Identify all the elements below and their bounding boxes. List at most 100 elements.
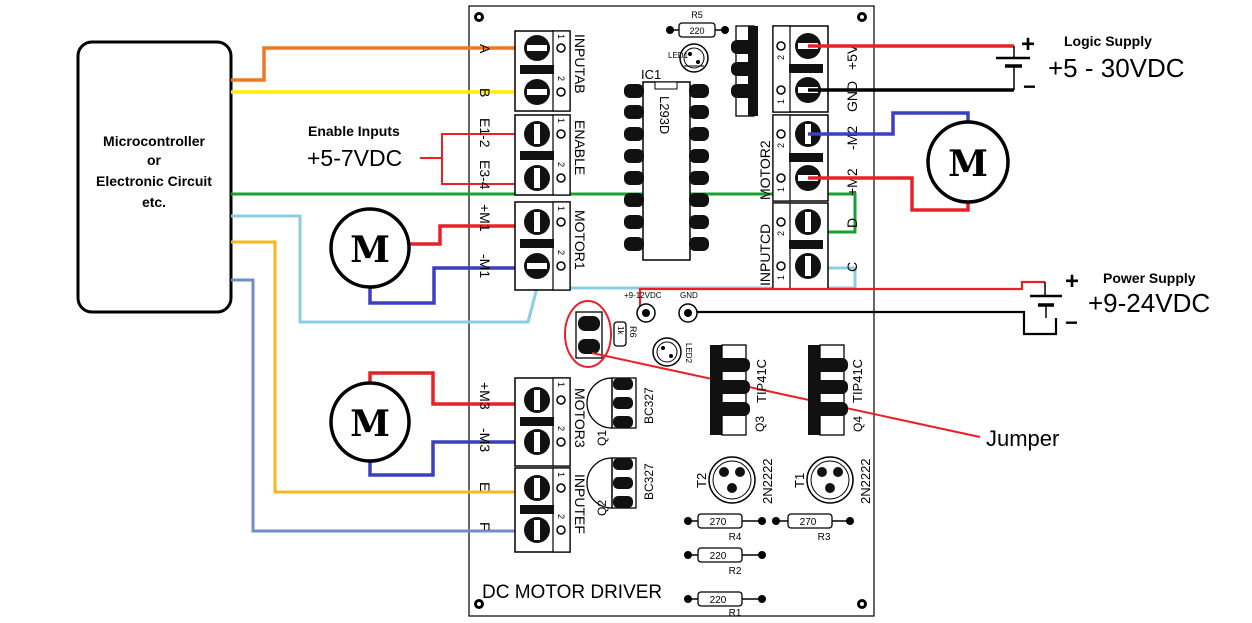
resistor-r5: 220 R5 [666, 10, 729, 38]
inputcd-label: INPUTCD [757, 224, 773, 286]
wire-motor1-minus [368, 266, 537, 305]
q1-label: Q1 [595, 430, 609, 446]
microcontroller-label-4: etc. [142, 194, 166, 210]
motor2-pin2-num: 2 [776, 143, 786, 148]
terminal-motor2 [772, 114, 829, 202]
pad-gnd [678, 303, 698, 323]
wire-power-plus [638, 280, 1045, 312]
vin-label: +9-12VDC [624, 291, 662, 300]
wire-motor3-minus [368, 440, 537, 477]
motor2-pin1-num: 1 [776, 187, 786, 192]
t2-label: T2 [694, 473, 709, 488]
r3-label: R3 [818, 532, 831, 543]
terminal-motor3 [514, 377, 571, 467]
transistor-t2: T2 2N2222 [694, 456, 775, 504]
microcontroller-label-1: Microcontroller [103, 133, 205, 149]
logic-pin-gnd: GND [844, 81, 860, 112]
motor-3-label: M [350, 403, 390, 445]
resistor-r4: 270 R4 [684, 513, 766, 543]
motor3-pin-plus: +M3 [477, 382, 493, 410]
inputcd-pin2-num: 2 [776, 231, 786, 236]
resistor-r6: 1k R6 [613, 321, 638, 347]
logic-pin-plus5v: +5V [844, 44, 860, 70]
motor2-pin-plus: +M2 [844, 168, 860, 196]
r3-value: 270 [800, 517, 817, 528]
r2-value: 220 [710, 551, 727, 562]
inputab-label: INPUTAB [572, 34, 588, 94]
resistor-r3: 270 R3 [772, 513, 854, 543]
q4-part: TIP41C [850, 359, 865, 403]
jumper [564, 300, 612, 368]
pad-vin [636, 303, 656, 323]
wire-steelblue-f [231, 278, 537, 533]
enable-inputs-title: Enable Inputs [308, 123, 400, 139]
q3-label: Q3 [753, 416, 767, 432]
led2-label: LED2 [684, 343, 693, 364]
motor-1-label: M [350, 229, 390, 271]
t1-label: T1 [792, 473, 807, 488]
wire-motor2-minus [808, 111, 970, 136]
r4-label: R4 [729, 532, 742, 543]
r6-value: 1k [616, 326, 625, 335]
r5-value: 220 [689, 26, 704, 36]
r6-label: R6 [628, 326, 638, 338]
wire-amber-e [231, 240, 537, 494]
motor1-label: MOTOR1 [572, 210, 588, 270]
terminal-inputab [514, 30, 571, 112]
motor3-label: MOTOR3 [572, 388, 588, 448]
transistor-q2: BC327 Q2 [586, 457, 656, 516]
terminal-motor1 [514, 201, 571, 291]
ic1-pins [624, 84, 709, 251]
motor-1: M [329, 207, 411, 289]
motor1-pin1-num: 1 [556, 206, 566, 211]
led1-label: LED1 [668, 51, 689, 60]
inputab-pin-a: A [477, 44, 493, 54]
inputab-pin2-num: 2 [556, 76, 566, 81]
resistor-r1: 220 R1 [684, 591, 766, 619]
t2-part: 2N2222 [760, 458, 775, 504]
r4-value: 270 [710, 517, 727, 528]
motor3-pin-minus: -M3 [477, 428, 493, 452]
inputef-pin-f: F [477, 522, 493, 531]
logic-pin1-num: 1 [776, 99, 786, 104]
q3-part: TIP41C [754, 359, 769, 403]
transistor-q3: TIP41C Q3 [710, 344, 769, 436]
enable-label: ENABLE [572, 120, 588, 175]
q2-label: Q2 [595, 500, 609, 516]
ic1-l293d: L293D [642, 81, 691, 261]
enable-pin-2: E3-4 [477, 160, 493, 190]
inputcd-pin-c: C [844, 262, 860, 272]
wire-power-gnd [688, 310, 1058, 336]
mount-hole-top-left [474, 12, 484, 22]
mount-hole-top-right [857, 12, 867, 22]
motor2-label: MOTOR2 [757, 140, 773, 200]
inputab-pin1-num: 1 [556, 34, 566, 39]
transistor-t1: T1 2N2222 [792, 456, 873, 504]
inputef-pin1-num: 1 [556, 472, 566, 477]
transistor-q4: TIP41C Q4 [808, 344, 865, 436]
led2: LED2 [652, 337, 693, 367]
enable-pin2-num: 2 [556, 162, 566, 167]
logic-supply-minus: − [1023, 74, 1036, 99]
ic1-part: L293D [657, 96, 672, 134]
transistor-q1: BC327 Q1 [586, 377, 656, 446]
terminal-logic [772, 25, 829, 113]
enable-pin-1: E1-2 [477, 118, 493, 148]
motor1-pin-plus: +M1 [477, 204, 493, 232]
power-supply-title: Power Supply [1103, 270, 1196, 286]
logic-supply-plus: + [1021, 31, 1035, 58]
mount-hole-bottom-left [474, 599, 484, 609]
terminal-inputef [514, 467, 571, 553]
power-supply-plus: + [1065, 268, 1079, 295]
inputef-pin-e: E [477, 482, 493, 491]
q1-part: BC327 [642, 387, 656, 424]
led1: LED1 [668, 43, 709, 73]
wire-a-orange [231, 46, 537, 82]
wire-motor3-plus [368, 371, 537, 406]
jumper-pointer [591, 352, 981, 438]
board-title: DC MOTOR DRIVER [482, 582, 662, 603]
inputcd-pin-d: D [844, 218, 860, 228]
jumper-highlight [564, 300, 612, 368]
motor-2-label: M [948, 143, 988, 185]
